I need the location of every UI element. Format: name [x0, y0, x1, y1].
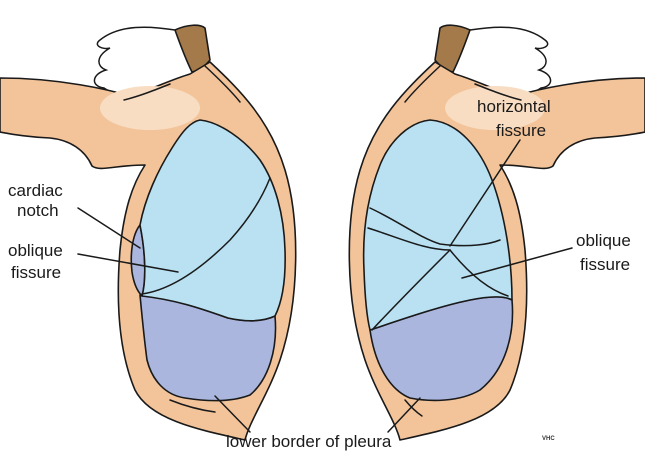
- oblique-fissure-right-label-line2: fissure: [580, 255, 630, 274]
- horizontal-fissure-label-line1: horizontal: [477, 97, 551, 116]
- cardiac-notch-label-line2: notch: [17, 201, 59, 220]
- oblique-fissure-right-label-line1: oblique: [576, 231, 631, 250]
- cardiac-notch-label-line1: cardiac: [8, 181, 63, 200]
- oblique-fissure-left-label-line2: fissure: [11, 263, 61, 282]
- left-shoulder-highlight: [100, 86, 200, 130]
- artist-signature: VHC: [542, 436, 555, 442]
- left-figure: [0, 25, 296, 440]
- oblique-fissure-left-label-line1: oblique: [8, 241, 63, 260]
- horizontal-fissure-label-line2: fissure: [496, 121, 546, 140]
- lower-border-label: lower border of pleura: [226, 432, 392, 451]
